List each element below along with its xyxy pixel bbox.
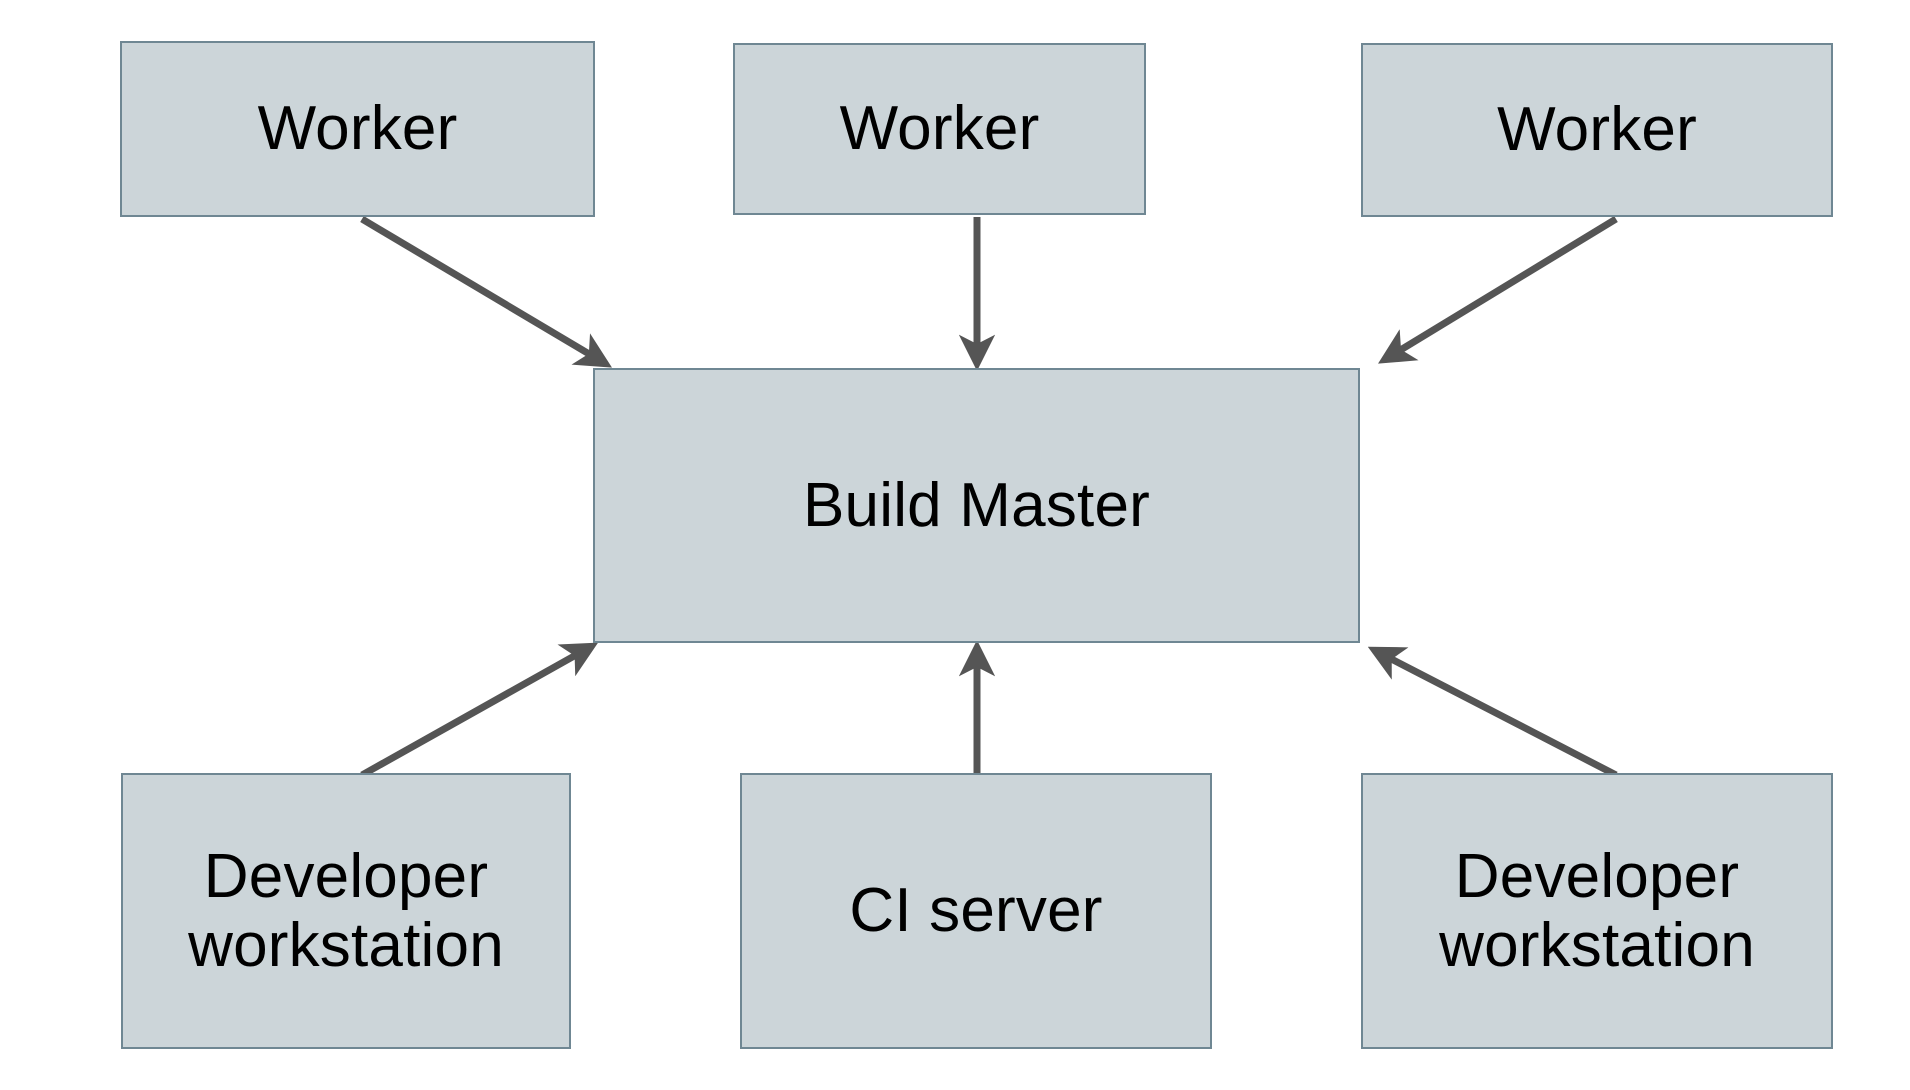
node-ci-server-label: CI server [849,876,1103,946]
node-build-master-label: Build Master [803,470,1150,540]
node-developer-workstation-left[interactable]: Developer workstation [121,773,571,1049]
node-build-master[interactable]: Build Master [593,368,1360,643]
edge-worker3-to-master [1378,216,1618,364]
node-worker-2[interactable]: Worker [733,43,1146,215]
node-worker-2-label: Worker [839,94,1040,164]
node-worker-3[interactable]: Worker [1361,43,1833,217]
edge-devright-to-master [1367,646,1618,779]
node-developer-workstation-right[interactable]: Developer workstation [1361,773,1833,1049]
node-ci-server[interactable]: CI server [740,773,1212,1049]
node-worker-3-label: Worker [1497,95,1697,165]
edge-devleft-to-master [360,642,599,779]
node-developer-workstation-left-label: Developer workstation [188,841,504,980]
node-worker-1[interactable]: Worker [120,41,595,217]
node-developer-workstation-right-label: Developer workstation [1439,841,1755,980]
edge-worker1-to-master [360,215,613,368]
node-worker-1-label: Worker [257,94,458,164]
